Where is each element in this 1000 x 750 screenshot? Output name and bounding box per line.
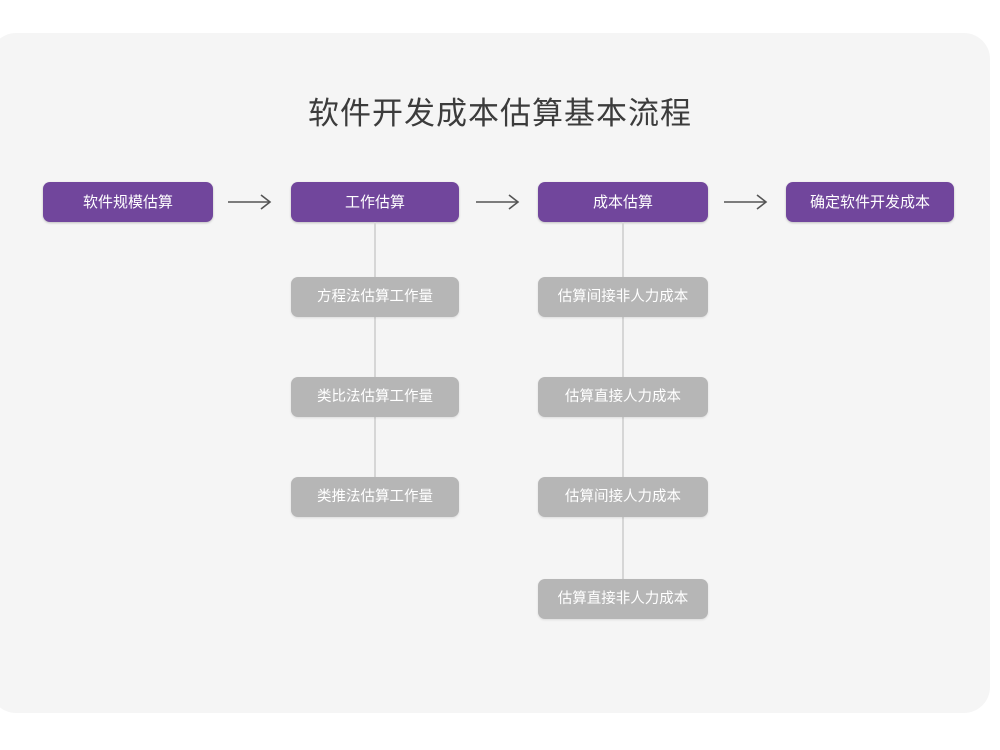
substep-node-equation-method-effort[interactable]: 方程法估算工作量	[291, 277, 459, 317]
stage-node-cost-estimation[interactable]: 成本估算	[538, 182, 708, 222]
substep-node-label: 估算间接人力成本	[565, 488, 681, 505]
substep-node-direct-nonlabor-cost[interactable]: 估算直接非人力成本	[538, 579, 708, 619]
substep-node-direct-labor-cost[interactable]: 估算直接人力成本	[538, 377, 708, 417]
stage-node-label: 确定软件开发成本	[809, 193, 930, 211]
substep-node-indirect-labor-cost[interactable]: 估算间接人力成本	[538, 477, 708, 517]
substep-node-label: 估算直接人力成本	[565, 388, 681, 405]
connector-line-column2-seg3	[374, 417, 376, 477]
substep-node-label: 类推法估算工作量	[317, 488, 433, 505]
stage-node-effort-estimation[interactable]: 工作估算	[291, 182, 459, 222]
diagram-card	[0, 33, 990, 713]
connector-line-column3-seg1	[622, 222, 624, 277]
arrow-right-icon-3	[722, 189, 774, 215]
substep-node-label: 类比法估算工作量	[317, 388, 433, 405]
connector-line-column2-seg1	[374, 222, 376, 277]
substep-node-analogical-method-effort[interactable]: 类推法估算工作量	[291, 477, 459, 517]
substep-node-label: 估算直接非人力成本	[557, 590, 689, 607]
arrow-right-icon-1	[226, 189, 278, 215]
arrow-right-icon-2	[474, 189, 526, 215]
stage-node-label: 软件规模估算	[82, 193, 173, 211]
stage-node-label: 工作估算	[344, 193, 405, 211]
stage-node-final-development-cost[interactable]: 确定软件开发成本	[786, 182, 954, 222]
substep-node-label: 估算间接非人力成本	[557, 288, 689, 305]
stage-node-software-scale-estimation[interactable]: 软件规模估算	[43, 182, 213, 222]
connector-line-column2-seg2	[374, 317, 376, 377]
connector-line-column3-seg2	[622, 317, 624, 377]
substep-node-label: 方程法估算工作量	[317, 288, 433, 305]
connector-line-column3-seg3	[622, 417, 624, 477]
substep-node-indirect-nonlabor-cost[interactable]: 估算间接非人力成本	[538, 277, 708, 317]
stage-node-label: 成本估算	[592, 193, 653, 211]
connector-line-column3-seg4	[622, 517, 624, 579]
substep-node-analogy-method-effort[interactable]: 类比法估算工作量	[291, 377, 459, 417]
page-title: 软件开发成本估算基本流程	[308, 96, 692, 131]
